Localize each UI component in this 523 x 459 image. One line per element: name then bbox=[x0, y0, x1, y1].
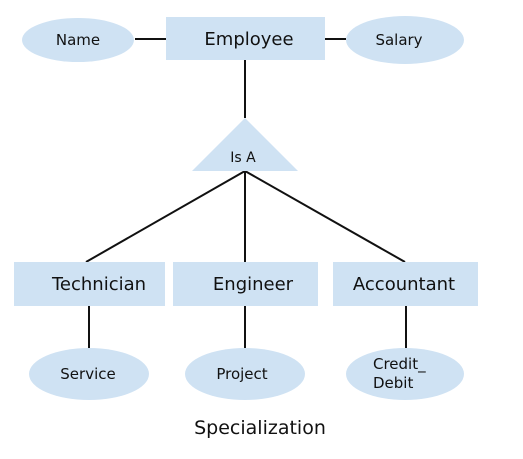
diagram-caption: Specialization bbox=[194, 417, 326, 439]
attribute-project-label: Project bbox=[216, 365, 267, 383]
attribute-salary-label: Salary bbox=[375, 31, 422, 49]
entity-technician bbox=[14, 262, 165, 306]
isa-triangle bbox=[192, 118, 298, 171]
attribute-service-label: Service bbox=[60, 365, 115, 383]
entity-accountant-label: Accountant bbox=[353, 274, 455, 295]
attribute-credit-debit-label-line-1: Credit_ bbox=[373, 355, 426, 374]
entity-engineer-label: Engineer bbox=[213, 274, 294, 295]
connector-isa-technician bbox=[85, 170, 246, 263]
attribute-salary bbox=[346, 16, 464, 64]
entity-employee-label: Employee bbox=[204, 29, 293, 50]
attribute-credit-debit bbox=[346, 348, 464, 400]
attribute-project bbox=[185, 348, 305, 400]
entity-employee bbox=[166, 17, 325, 60]
attribute-name-label: Name bbox=[56, 31, 100, 49]
entity-engineer bbox=[173, 262, 318, 306]
attribute-name bbox=[22, 18, 134, 62]
attribute-credit-debit-label-line-2: Debit bbox=[373, 374, 413, 392]
isa-label: Is A bbox=[230, 150, 256, 166]
entity-technician-label: Technician bbox=[51, 274, 146, 295]
connector-isa-accountant bbox=[244, 170, 406, 263]
entity-accountant bbox=[333, 262, 478, 306]
attribute-service bbox=[29, 348, 149, 400]
